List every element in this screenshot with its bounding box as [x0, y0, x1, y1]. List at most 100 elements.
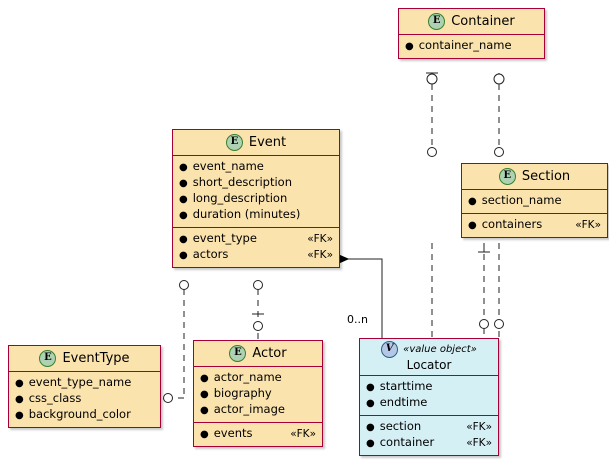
divider: [360, 415, 498, 416]
attribute-name: container_name: [418, 38, 512, 52]
attribute-fk-tag: «FK»: [290, 428, 316, 440]
divider: [194, 422, 322, 423]
bullet-icon: ●: [179, 234, 188, 245]
entity-section-header: E Section: [462, 164, 607, 189]
attribute-name: actor_image: [213, 402, 285, 416]
bullet-icon: ●: [200, 405, 209, 416]
entity-event-attributes: ● event_name ● short_description ● long_…: [173, 156, 339, 227]
entity-locator-title: Locator: [406, 358, 452, 372]
divider: [360, 375, 498, 376]
entity-locator[interactable]: V «value object» Locator ● starttime ● e…: [359, 338, 499, 456]
entity-section-attributes: ● section_name: [462, 190, 607, 213]
entity-event-fk-attributes: ● event_type «FK» ● actors «FK»: [173, 228, 339, 267]
attribute-row: ● containers «FK»: [468, 217, 601, 233]
bullet-icon: ●: [179, 210, 188, 221]
bullet-icon: ●: [200, 429, 209, 440]
attribute-name: actors: [192, 247, 229, 261]
entity-actor-fk-attributes: ● events «FK»: [194, 423, 322, 446]
bullet-icon: ●: [179, 162, 188, 173]
bullet-icon: ●: [366, 398, 375, 409]
entity-event-header: E Event: [173, 130, 339, 155]
entity-section-title: Section: [521, 169, 571, 184]
attribute-name: container: [379, 435, 435, 449]
attribute-row: ● section_name: [468, 193, 601, 209]
bullet-icon: ●: [179, 194, 188, 205]
attribute-row: ● actors «FK»: [179, 247, 333, 263]
entity-section[interactable]: E Section ● section_name ● containers «F…: [461, 163, 608, 238]
attribute-row: ● section «FK»: [366, 419, 492, 435]
attribute-row: ● starttime: [366, 379, 492, 395]
attribute-name: event_type: [192, 231, 257, 245]
attribute-name: event_name: [192, 159, 264, 173]
attribute-name: biography: [213, 386, 272, 400]
attribute-row: ● css_class: [15, 391, 154, 407]
attribute-row: ● actor_name: [200, 370, 316, 386]
entity-container-header: E Container: [399, 9, 544, 34]
attribute-name: section: [379, 419, 422, 433]
divider: [194, 366, 322, 367]
entity-locator-header: V «value object» Locator: [360, 339, 498, 375]
entity-locator-stereotype-row: V «value object»: [381, 341, 477, 358]
attribute-row: ● background_color: [15, 407, 154, 423]
divider: [399, 34, 544, 35]
attribute-name: duration (minutes): [192, 207, 301, 221]
attribute-name: actor_name: [213, 370, 282, 384]
divider: [462, 213, 607, 214]
divider: [173, 155, 339, 156]
attribute-row: ● event_name: [179, 159, 333, 175]
bullet-icon: ●: [15, 394, 24, 405]
attribute-row: ● events «FK»: [200, 426, 316, 442]
attribute-row: ● duration (minutes): [179, 207, 333, 223]
entity-locator-fk-attributes: ● section «FK» ● container «FK»: [360, 416, 498, 455]
attribute-fk-tag: «FK»: [307, 249, 333, 261]
attribute-name: long_description: [192, 191, 288, 205]
attribute-fk-tag: «FK»: [466, 437, 492, 449]
divider: [9, 371, 160, 372]
entity-eventtype-header: E EventType: [9, 346, 160, 371]
attribute-row: ● long_description: [179, 191, 333, 207]
attribute-name: short_description: [192, 175, 292, 189]
attribute-fk-tag: «FK»: [466, 421, 492, 433]
entity-actor-header: E Actor: [194, 341, 322, 366]
divider: [462, 189, 607, 190]
divider: [173, 227, 339, 228]
entity-locator-attributes: ● starttime ● endtime: [360, 376, 498, 415]
entity-event[interactable]: E Event ● event_name ● short_description…: [172, 129, 340, 268]
bullet-icon: ●: [15, 378, 24, 389]
attribute-row: ● actor_image: [200, 402, 316, 418]
entity-container-title: Container: [451, 14, 515, 29]
bullet-icon: ●: [468, 196, 477, 207]
attribute-row: ● event_type «FK»: [179, 231, 333, 247]
entity-event-title: Event: [248, 135, 287, 150]
attribute-name: css_class: [28, 391, 82, 405]
attribute-row: ● container_name: [405, 38, 538, 54]
entity-badge-icon: E: [39, 350, 57, 367]
attribute-name: starttime: [379, 379, 433, 393]
entity-actor[interactable]: E Actor ● actor_name ● biography ● actor…: [193, 340, 323, 447]
attribute-row: ● endtime: [366, 395, 492, 411]
entity-eventtype-attributes: ● event_type_name ● css_class ● backgrou…: [9, 372, 160, 427]
entity-eventtype[interactable]: E EventType ● event_type_name ● css_clas…: [8, 345, 161, 428]
entity-locator-stereotype: «value object»: [403, 344, 477, 355]
entity-container-attributes: ● container_name: [399, 35, 544, 58]
entity-badge-icon: E: [225, 134, 243, 151]
attribute-name: endtime: [379, 395, 428, 409]
entity-container[interactable]: E Container ● container_name: [398, 8, 545, 59]
bullet-icon: ●: [15, 410, 24, 421]
attribute-row: ● biography: [200, 386, 316, 402]
attribute-name: event_type_name: [28, 375, 132, 389]
entity-section-fk-attributes: ● containers «FK»: [462, 214, 607, 237]
bullet-icon: ●: [179, 250, 188, 261]
value-object-badge-icon: V: [381, 341, 399, 358]
bullet-icon: ●: [468, 220, 477, 231]
attribute-row: ● short_description: [179, 175, 333, 191]
attribute-name: containers: [481, 217, 543, 231]
bullet-icon: ●: [366, 422, 375, 433]
attribute-row: ● container «FK»: [366, 435, 492, 451]
attribute-row: ● event_type_name: [15, 375, 154, 391]
bullet-icon: ●: [200, 373, 209, 384]
entity-badge-icon: E: [428, 13, 446, 30]
bullet-icon: ●: [366, 382, 375, 393]
entity-actor-attributes: ● actor_name ● biography ● actor_image: [194, 367, 322, 422]
multiplicity-label-locator-event: 0..n: [347, 313, 368, 326]
